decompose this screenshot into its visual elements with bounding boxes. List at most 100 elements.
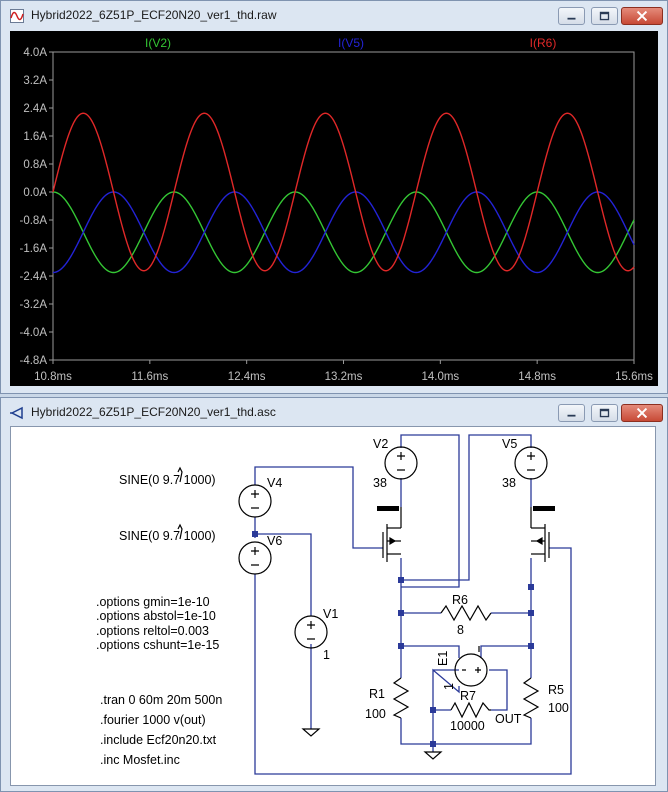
legend-label: I(V2) [145,36,171,50]
junction-dot [528,643,534,649]
junction-dot [398,610,404,616]
y-tick-label: 2.4A [23,103,47,115]
wire [254,547,572,775]
v6-label: V6 [267,534,282,548]
schematic-window: Hybrid2022_6Z51P_ECF20N20_ver1_thd.asc [0,397,668,792]
junction-dot [528,610,534,616]
wire [400,718,532,745]
y-tick-label: 3.2A [23,75,47,87]
y-tick-label: 0.8A [23,159,47,171]
v5-source-symbol [514,446,548,480]
junction-dot [398,643,404,649]
v4-source-symbol [238,484,272,518]
ground-symbol-v1 [301,728,321,737]
mosfet-left [377,506,402,562]
v6-plus-sign [251,547,259,566]
waveform-chart: 4.0A3.2A2.4A1.6A0.8A0.0A-0.8A-1.6A-2.4A-… [20,36,654,383]
wire [401,645,460,658]
v5-value: 38 [502,476,516,490]
schematic-drawing: SINE(0 9.7 1000) V4 SINE(0 9.7 1000) V6 … [96,434,572,775]
out-net-label: OUT [495,712,522,726]
r6-label: R6 [452,593,468,607]
v1-source-symbol [294,615,328,649]
waveform-maximize-button[interactable] [591,7,618,25]
minimize-icon [567,414,576,417]
e1-label: E1 [436,651,450,666]
x-tick-label: 12.4ms [228,371,266,383]
schematic-minimize-button[interactable] [558,404,585,422]
x-tick-label: 14.8ms [518,371,556,383]
schematic-close-button[interactable] [621,404,663,422]
wire [254,466,383,549]
x-tick-label: 10.8ms [34,371,72,383]
wire [480,645,531,658]
schematic-maximize-button[interactable] [591,404,618,422]
junction-dot [528,584,534,590]
v4-marker [177,466,183,483]
option-line: .options abstol=1e-10 [96,609,216,623]
waveform-window-title: Hybrid2022_6Z51P_ECF20N20_ver1_thd.raw [31,8,277,22]
waveform-window: Hybrid2022_6Z51P_ECF20N20_ver1_thd.raw 4… [0,0,668,394]
e1-terminals [462,667,481,673]
e1-source-symbol [454,653,488,687]
y-tick-label: 1.6A [23,131,47,143]
y-tick-label: -4.8A [20,355,48,367]
option-line: .options gmin=1e-10 [96,595,210,609]
r6-resistor-symbol [440,604,492,622]
v1-label: V1 [323,607,338,621]
e1-value: 1 [442,683,456,690]
v6-source-symbol [238,541,272,575]
series-line-iv5 [52,191,635,274]
x-tick-label: 11.6ms [131,371,168,383]
series-line-iv2 [52,191,635,274]
schematic-canvas[interactable]: SINE(0 9.7 1000) V4 SINE(0 9.7 1000) V6 … [10,426,656,786]
waveform-close-button[interactable] [621,7,663,25]
legend-label: I(R6) [530,36,557,50]
schematic-app-icon [10,406,23,420]
v2-source-symbol [384,446,418,480]
r1-value: 100 [365,707,386,721]
option-line: .options cshunt=1e-15 [96,638,219,652]
x-tick-label: 15.6ms [615,371,653,383]
y-tick-label: 0.0A [23,187,47,199]
v2-value: 38 [373,476,387,490]
v4-label: V4 [267,476,282,490]
junction-dot [398,577,404,583]
r1-resistor-symbol [392,677,410,719]
waveform-app-icon [10,9,24,23]
v2-label: V2 [373,437,388,451]
v4-value: SINE(0 9.7 1000) [119,473,216,487]
r5-resistor-symbol [522,677,540,719]
y-tick-label: -0.8A [20,215,48,227]
ground-symbol-main [423,751,443,760]
y-tick-label: -2.4A [20,271,48,283]
restore-icon [599,408,610,418]
y-tick-label: -3.2A [20,299,48,311]
wire [401,434,532,581]
wire [400,434,460,588]
plot-frame [52,51,635,361]
close-icon [636,407,648,419]
wire [489,669,508,711]
minimize-icon [567,17,576,20]
wires [254,434,572,775]
components [177,446,555,760]
restore-icon [599,11,610,21]
v2-plus-sign [397,452,405,471]
v6-marker [177,523,183,540]
y-tick-label: -1.6A [20,243,48,255]
v4-plus-sign [251,490,259,509]
v1-value: 1 [323,648,330,662]
v5-plus-sign [527,452,535,471]
wire [255,533,312,616]
r7-resistor-symbol [450,701,491,719]
schematic-window-title: Hybrid2022_6Z51P_ECF20N20_ver1_thd.asc [31,405,276,419]
junction-dot [430,741,436,747]
waveform-titlebar[interactable]: Hybrid2022_6Z51P_ECF20N20_ver1_thd.raw [1,1,667,31]
waveform-minimize-button[interactable] [558,7,585,25]
r5-value: 100 [548,701,569,715]
v1-plus-sign [307,621,315,640]
r7-label: R7 [460,689,476,703]
schematic-titlebar[interactable]: Hybrid2022_6Z51P_ECF20N20_ver1_thd.asc [1,398,667,428]
